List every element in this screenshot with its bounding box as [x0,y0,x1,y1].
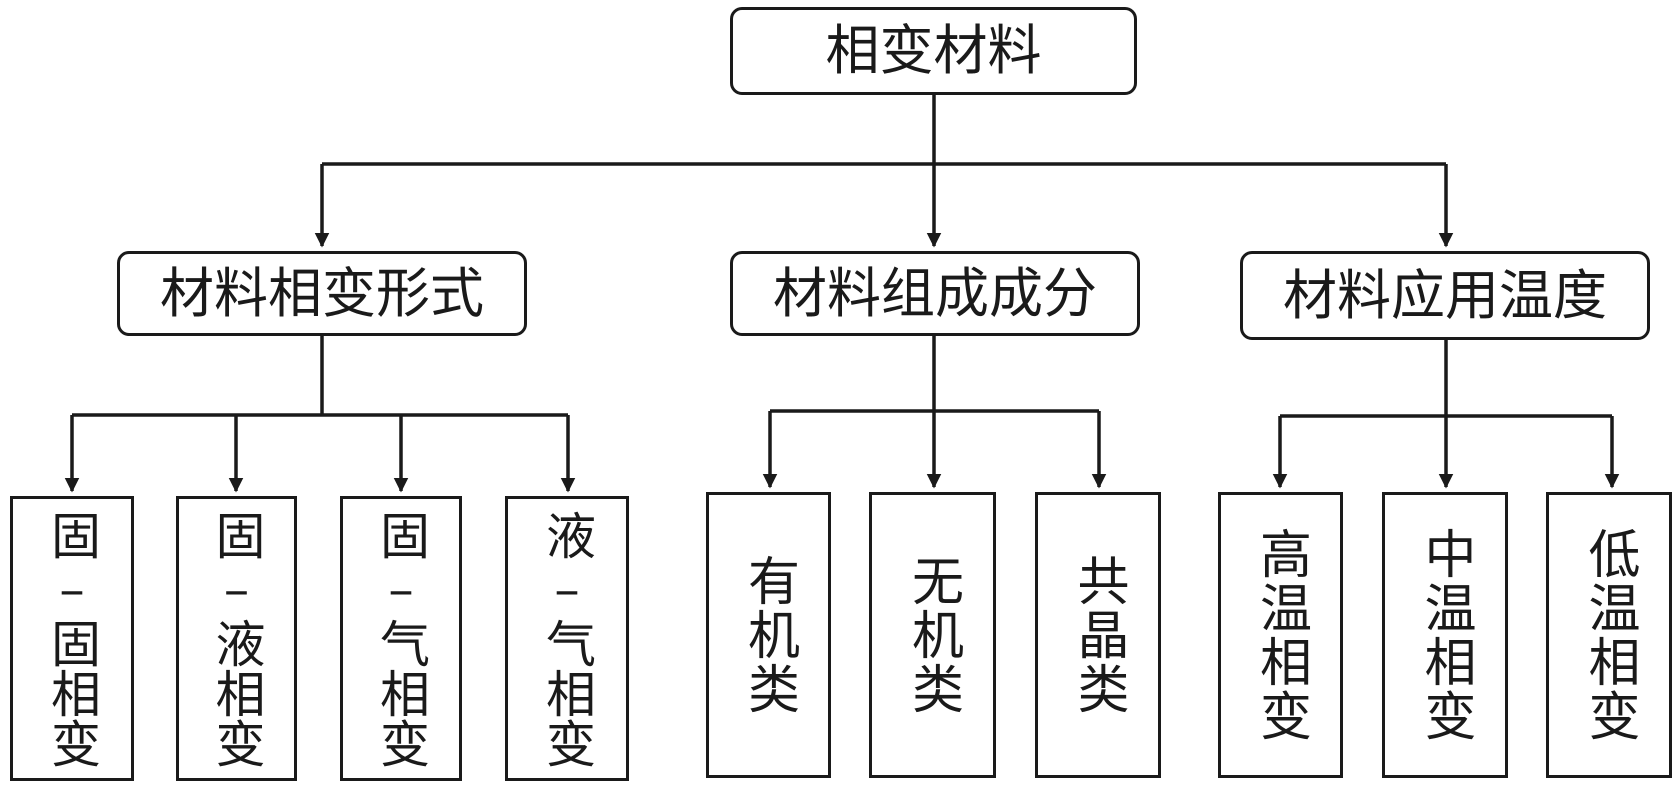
leaf-label: 固–液相变 [207,509,266,768]
leaf-label: 固–气相变 [372,509,430,768]
leaf-label: 固–固相变 [43,509,101,768]
leaf-label: 无机类 [902,554,963,716]
leaf-label: 高温相变 [1250,527,1311,743]
leaf-node-organic: 有机类 [706,492,831,778]
leaf-label: 低温相变 [1579,527,1639,743]
leaf-node-medium-temperature: 中温相变 [1382,492,1508,778]
leaf-node-liquid-gas: 液–气相变 [505,496,629,781]
leaf-node-solid-solid: 固–固相变 [10,496,134,781]
root-label: 相变材料 [825,19,1042,82]
category-node-application-temperature: 材料应用温度 [1240,251,1650,340]
leaf-node-solid-gas: 固–气相变 [340,496,462,781]
leaf-node-eutectic: 共晶类 [1035,492,1161,778]
category-node-composition: 材料组成成分 [730,251,1140,336]
category-label: 材料相变形式 [160,261,484,325]
leaf-node-high-temperature: 高温相变 [1218,492,1343,778]
leaf-node-inorganic: 无机类 [869,492,996,778]
leaf-label: 液–气相变 [538,509,596,768]
root-node: 相变材料 [730,7,1137,95]
category-node-phase-form: 材料相变形式 [117,251,527,336]
category-label: 材料组成成分 [773,261,1097,325]
leaf-node-solid-liquid: 固–液相变 [176,496,297,781]
leaf-label: 中温相变 [1415,527,1475,743]
leaf-label: 共晶类 [1068,554,1128,716]
category-label: 材料应用温度 [1283,263,1607,327]
leaf-node-low-temperature: 低温相变 [1546,492,1672,778]
leaf-label: 有机类 [738,554,799,716]
